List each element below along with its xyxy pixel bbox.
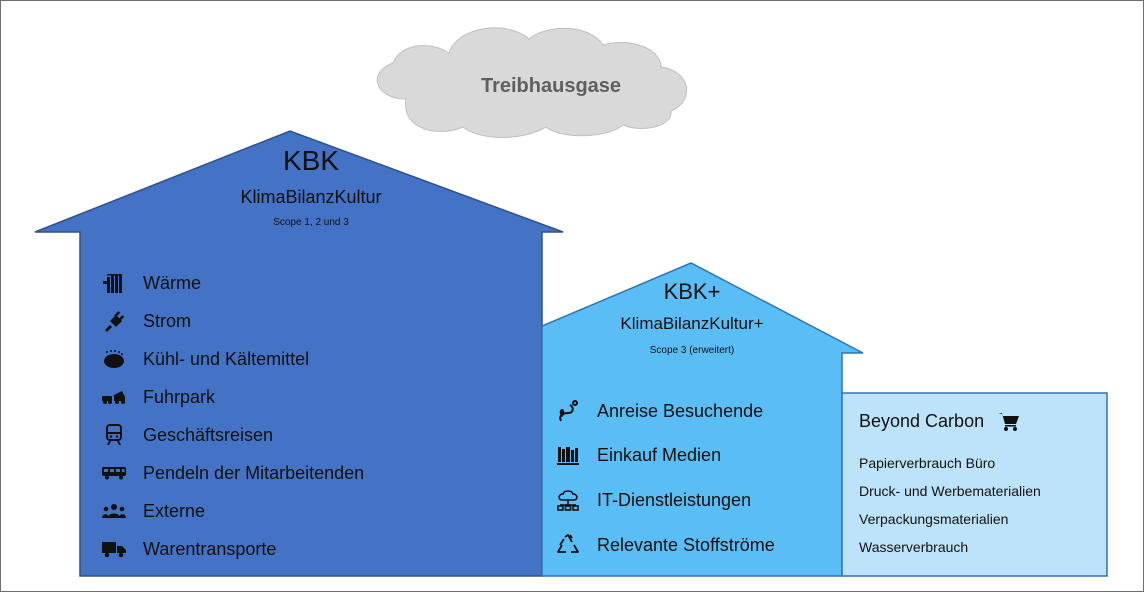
kbk-item-label: Externe	[143, 500, 206, 521]
beyond-carbon-item: Papierverbrauch Büro	[859, 455, 996, 471]
kbk-plus-title: KBK+	[663, 279, 721, 304]
beyond-carbon-box	[841, 392, 1108, 577]
kbk-plus-item-label: Anreise Besuchende	[597, 400, 764, 421]
beyond-carbon-item: Druck- und Werbematerialien	[859, 483, 1041, 499]
kbk-item-geschaeftsreisen: Geschäftsreisen	[101, 423, 273, 447]
beyond-carbon-title: Beyond Carbon	[859, 411, 1020, 432]
kbk-item-label: Wärme	[143, 272, 201, 293]
books-icon	[555, 443, 581, 467]
recycle-icon	[555, 533, 581, 557]
kbk-plus-item-label: Einkauf Medien	[597, 444, 722, 465]
kbk-plus-item-it: IT-Dienstleistungen	[555, 488, 751, 512]
kbk-item-label: Warentransporte	[143, 538, 277, 559]
kbk-plus-header: KBK+ KlimaBilanzKultur+ Scope 3 (erweite…	[542, 1, 842, 361]
kbk-plus-subtitle: KlimaBilanzKultur+	[620, 314, 764, 333]
beyond-carbon-label: Beyond Carbon	[859, 411, 985, 431]
cloud-label: Treibhausgase	[480, 75, 622, 97]
kbk-item-label: Kühl- und Kältemittel	[143, 348, 310, 369]
truck-icon	[101, 537, 127, 561]
kbk-item-fuhrpark: Fuhrpark	[101, 385, 215, 409]
cloud-shape	[376, 27, 687, 138]
kbk-title: KBK	[282, 145, 340, 176]
beyond-carbon-item: Wasserverbrauch	[859, 539, 969, 555]
kbk-item-pendeln: Pendeln der Mitarbeitenden	[101, 461, 364, 485]
kbk-plus-item-label: Relevante Stoffströme	[597, 534, 775, 555]
beyond-carbon-item: Verpackungsmaterialien	[859, 511, 1009, 527]
vehicle-fleet-icon	[101, 385, 127, 409]
coolant-icon	[101, 347, 127, 371]
kbk-item-kuehlmittel: Kühl- und Kältemittel	[101, 347, 309, 371]
kbk-item-strom: Strom	[101, 309, 191, 333]
cloud-network-icon	[555, 488, 581, 512]
kbk-item-label: Geschäftsreisen	[143, 424, 274, 445]
kbk-item-label: Strom	[143, 310, 192, 331]
kbk-item-label: Fuhrpark	[143, 386, 216, 407]
kbk-plus-item-einkauf: Einkauf Medien	[555, 443, 721, 467]
radiator-icon	[101, 271, 127, 295]
kbk-plus-item-anreise: Anreise Besuchende	[555, 399, 763, 423]
train-icon	[101, 423, 127, 447]
kbk-item-waerme: Wärme	[101, 271, 201, 295]
kbk-plus-scope: Scope 3 (erweitert)	[649, 345, 735, 356]
kbk-plus-item-stoffstroeme: Relevante Stoffströme	[555, 533, 775, 557]
kbk-plus-item-label: IT-Dienstleistungen	[597, 489, 752, 510]
route-icon	[555, 399, 581, 423]
kbk-item-warentransporte: Warentransporte	[101, 537, 276, 561]
users-icon	[101, 499, 127, 523]
kbk-item-label: Pendeln der Mitarbeitenden	[143, 462, 365, 483]
kbk-item-externe: Externe	[101, 499, 205, 523]
kbk-header: KBK KlimaBilanzKultur Scope 1, 2 und 3	[80, 1, 542, 241]
bus-icon	[101, 461, 127, 485]
kbk-scope: Scope 1, 2 und 3	[273, 217, 349, 228]
kbk-subtitle: KlimaBilanzKultur	[240, 187, 382, 207]
plug-icon	[101, 309, 127, 333]
shopping-cart-icon	[998, 412, 1020, 432]
